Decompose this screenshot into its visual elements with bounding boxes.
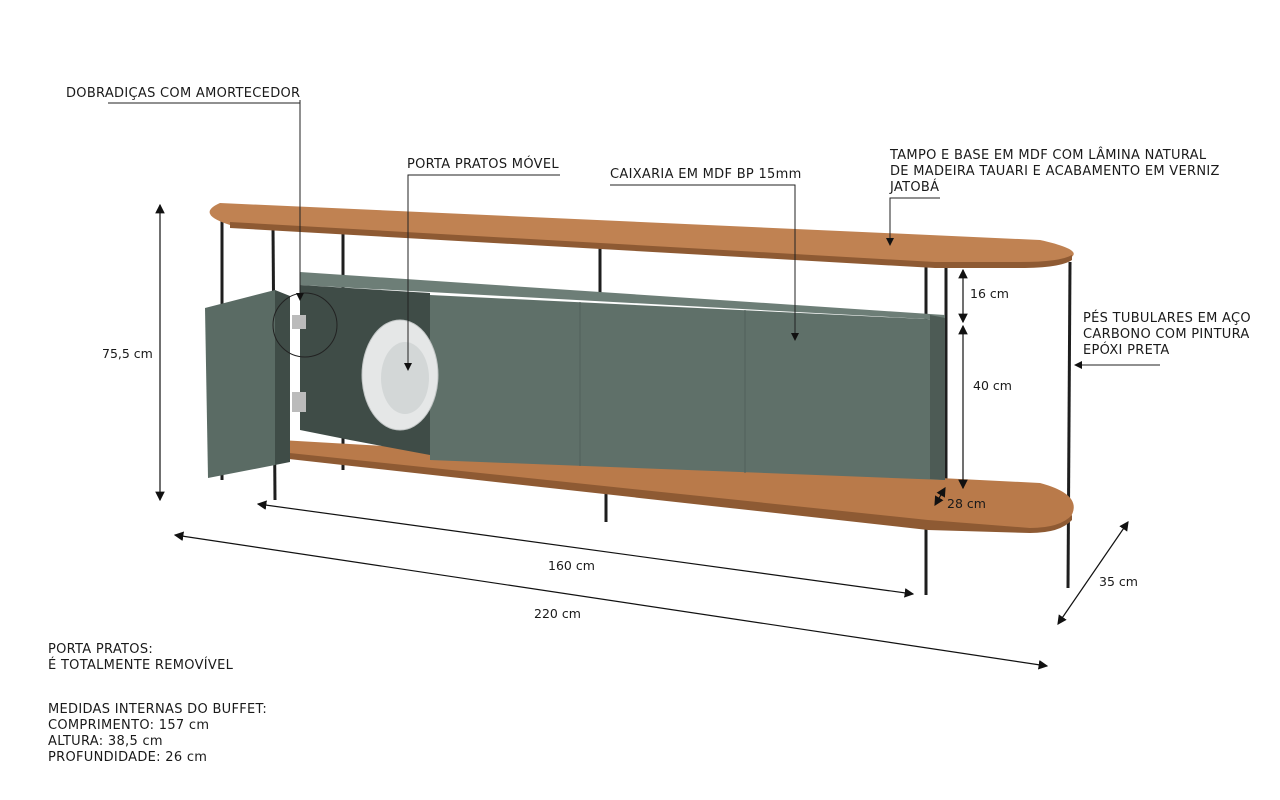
note-plate-rack: PORTA PRATOS: É TOTALMENTE REMOVÍVEL xyxy=(48,642,233,674)
open-door xyxy=(205,290,275,478)
note-internal-measures: MEDIDAS INTERNAS DO BUFFET: COMPRIMENTO:… xyxy=(48,702,267,766)
note-rack-text: É TOTALMENTE REMOVÍVEL xyxy=(48,658,234,673)
cabinet-front xyxy=(430,295,945,480)
dim-depth: 35 cm xyxy=(1099,574,1138,589)
label-top-line3: JATOBÁ xyxy=(890,180,940,195)
label-hinges: DOBRADIÇAS COM AMORTECEDOR xyxy=(66,86,301,101)
label-legs: PÉS TUBULARES EM AÇO CARBONO COM PINTURA… xyxy=(1083,311,1251,359)
top-shelf xyxy=(209,203,1074,265)
cabinet-top xyxy=(300,272,945,320)
note-rack-title: PORTA PRATOS: xyxy=(48,642,154,657)
label-top-line2: DE MADEIRA TAUARI E ACABAMENTO EM VERNIZ xyxy=(890,164,1220,179)
note-depth: PROFUNDIDADE: 26 cm xyxy=(48,750,208,765)
note-height: ALTURA: 38,5 cm xyxy=(48,734,163,749)
hinge-detail-circle xyxy=(272,292,338,358)
label-top-material: TAMPO E BASE EM MDF COM LÂMINA NATURAL D… xyxy=(890,148,1220,196)
label-legs-line2: CARBONO COM PINTURA xyxy=(1083,327,1250,342)
dim-height-total: 75,5 cm xyxy=(102,346,153,361)
note-internal-title: MEDIDAS INTERNAS DO BUFFET: xyxy=(48,702,268,717)
label-plate-rack: PORTA PRATOS MÓVEL xyxy=(407,157,559,172)
dim-gap-top: 16 cm xyxy=(970,286,1009,301)
label-top-line1: TAMPO E BASE EM MDF COM LÂMINA NATURAL xyxy=(890,148,1207,163)
label-legs-line3: EPÓXI PRETA xyxy=(1083,343,1170,358)
note-length: COMPRIMENTO: 157 cm xyxy=(48,718,210,733)
dim-shelf-depth: 28 cm xyxy=(947,496,986,511)
label-casing: CAIXARIA EM MDF BP 15mm xyxy=(610,167,802,182)
dim-cabinet-length: 160 cm xyxy=(548,558,595,573)
label-legs-line1: PÉS TUBULARES EM AÇO xyxy=(1083,311,1251,326)
dim-total-length: 220 cm xyxy=(534,606,581,621)
dim-cabinet-height: 40 cm xyxy=(973,378,1012,393)
